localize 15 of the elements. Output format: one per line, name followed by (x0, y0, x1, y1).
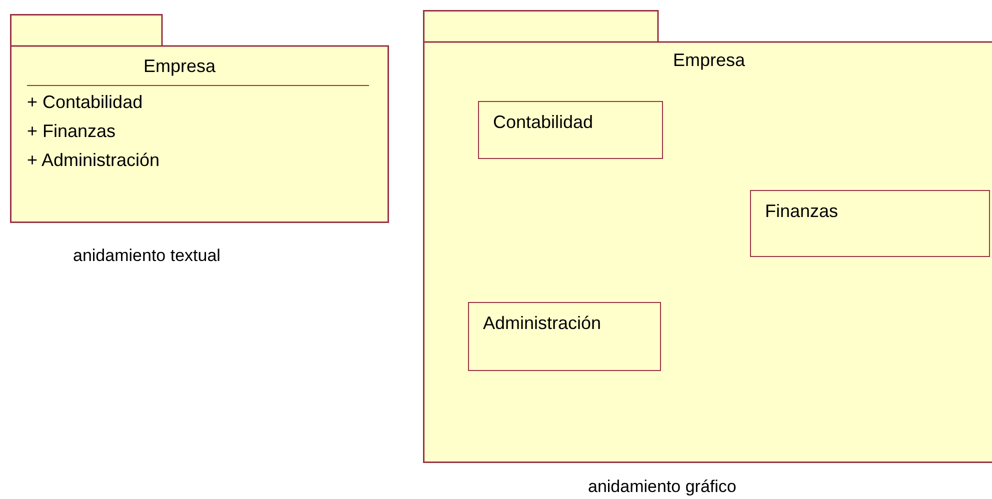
node-label: anidamiento gráfico (588, 477, 736, 497)
package-member: + Contabilidad (27, 92, 143, 113)
node-label: anidamiento textual (73, 246, 220, 266)
class-name: Contabilidad (493, 112, 594, 132)
class-name: Finanzas (765, 201, 838, 221)
package-symbol (423, 10, 992, 463)
package-member: + Finanzas (27, 121, 116, 142)
class-box (750, 190, 990, 257)
class-box (468, 302, 661, 371)
package-member: + Administración (27, 150, 160, 171)
package-name: Empresa (672, 50, 746, 71)
class-name: Administración (483, 313, 602, 333)
package-name: Empresa (142, 56, 217, 77)
class-box (478, 101, 663, 159)
package-symbol (10, 14, 389, 223)
